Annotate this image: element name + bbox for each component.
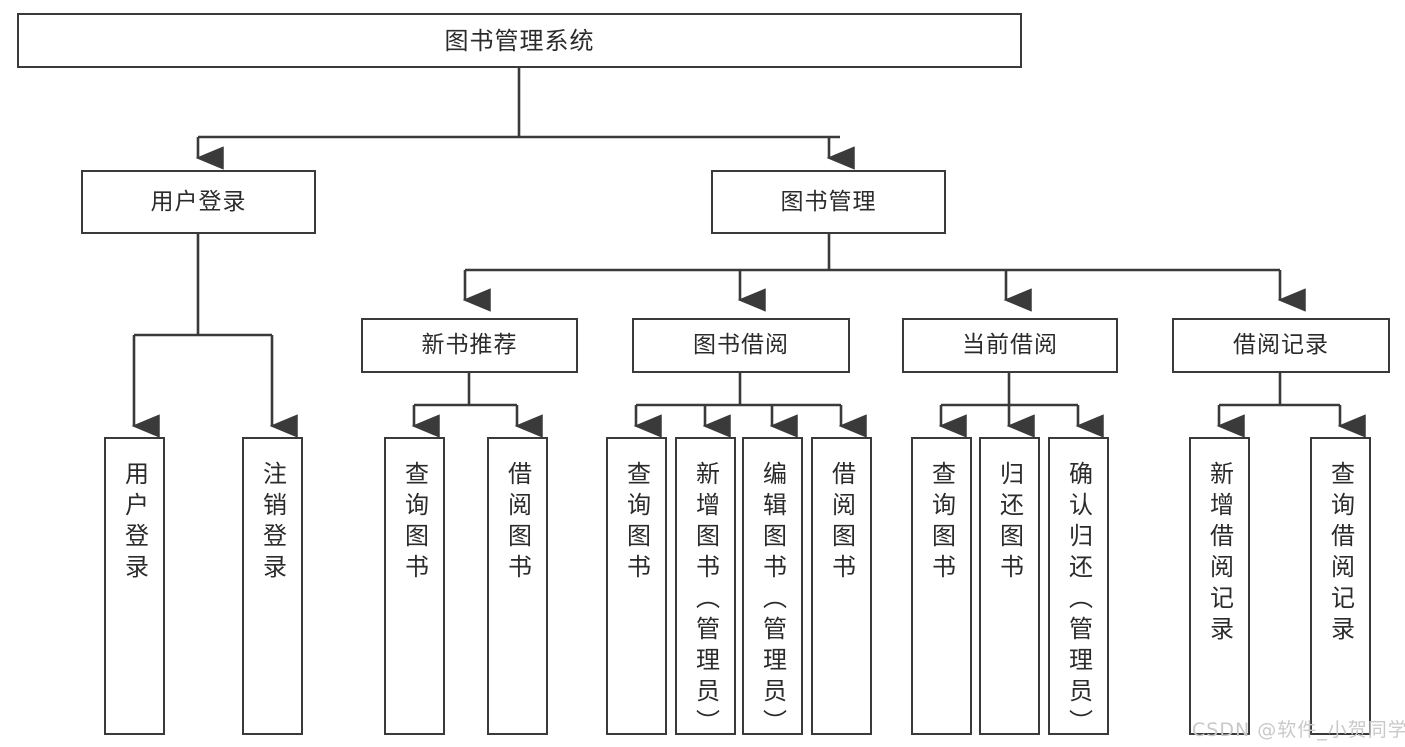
node-root-system[interactable]: 图书管理系统	[17, 13, 1022, 68]
leaf-query-borrow-record[interactable]: 查询借阅记录	[1310, 437, 1371, 735]
node-label: 确认归还（管理员）	[1064, 461, 1093, 740]
leaf-query-book-borrow[interactable]: 查询图书	[606, 437, 667, 735]
leaf-borrow-book-recommend[interactable]: 借阅图书	[487, 437, 548, 735]
node-label: 当前借阅	[962, 332, 1058, 359]
node-label: 编辑图书（管理员）	[758, 461, 787, 740]
node-label: 借阅图书	[503, 461, 532, 585]
node-book-management[interactable]: 图书管理	[711, 170, 946, 234]
node-label: 用户登录	[150, 188, 247, 215]
csdn-watermark: CSDN @软件_小贺同学	[1192, 719, 1405, 741]
node-label: 归还图书	[995, 461, 1024, 585]
leaf-edit-book-admin[interactable]: 编辑图书（管理员）	[742, 437, 803, 740]
leaf-query-book-current[interactable]: 查询图书	[911, 437, 972, 735]
node-label: 借阅图书	[827, 461, 856, 585]
node-label: 注销登录	[258, 461, 287, 585]
node-label: 图书借阅	[693, 332, 789, 359]
node-label: 图书管理	[780, 188, 877, 215]
leaf-query-book-recommend[interactable]: 查询图书	[384, 437, 445, 735]
leaf-add-book-admin[interactable]: 新增图书（管理员）	[675, 437, 736, 740]
node-label: 借阅记录	[1233, 332, 1329, 359]
node-label: 新增图书（管理员）	[691, 461, 720, 740]
leaf-confirm-return-admin[interactable]: 确认归还（管理员）	[1048, 437, 1109, 740]
leaf-user-login[interactable]: 用户登录	[104, 437, 165, 735]
node-label: 查询图书	[400, 461, 429, 585]
node-current-borrow[interactable]: 当前借阅	[902, 318, 1118, 373]
node-user-login[interactable]: 用户登录	[81, 170, 316, 234]
node-borrow-record[interactable]: 借阅记录	[1172, 318, 1390, 373]
leaf-logout[interactable]: 注销登录	[242, 437, 303, 735]
node-label: 图书管理系统	[444, 26, 595, 55]
node-book-borrow[interactable]: 图书借阅	[632, 318, 850, 373]
node-label: 新增借阅记录	[1205, 461, 1234, 647]
node-label: 查询图书	[927, 461, 956, 585]
node-label: 用户登录	[120, 461, 149, 585]
node-new-book-recommend[interactable]: 新书推荐	[361, 318, 578, 373]
leaf-add-borrow-record[interactable]: 新增借阅记录	[1189, 437, 1250, 735]
leaf-return-book[interactable]: 归还图书	[979, 437, 1040, 735]
node-label: 查询图书	[622, 461, 651, 585]
node-label: 查询借阅记录	[1326, 461, 1355, 647]
node-label: 新书推荐	[421, 332, 518, 359]
leaf-borrow-book[interactable]: 借阅图书	[811, 437, 872, 735]
